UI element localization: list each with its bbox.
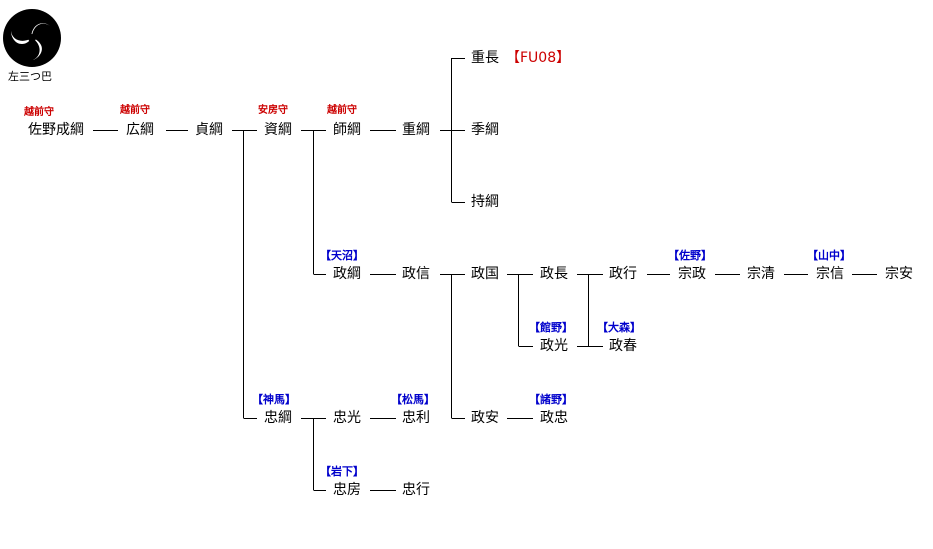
person-suezuna: 季綱 [471,122,499,138]
person-munemasa: 宗政 [678,266,706,282]
person-shigezuna: 重綱 [402,122,430,138]
person-shigenaga: 重長 [471,50,499,66]
person-masanaga: 政長 [540,266,568,282]
title-hirozuna: 越前守 [120,105,150,116]
clan-morono: 【諸野】 [529,393,573,406]
person-masayasu: 政安 [471,410,499,426]
person-hirozuna: 広綱 [126,122,154,138]
person-tadatoshi: 忠利 [402,410,430,426]
person-muneyasu: 宗安 [885,266,913,282]
clan-iwashita: 【岩下】 [320,465,364,478]
person-masamitsu: 政光 [540,338,568,354]
person-sadazuna: 貞綱 [195,122,223,138]
clan-yamanaka: 【山中】 [807,249,851,262]
mitsudomoe-icon [3,9,61,67]
clan-tateno: 【館野】 [529,321,573,334]
crest-label: 左三つ巴 [8,70,52,83]
person-tadatsuna: 忠綱 [264,410,292,426]
person-morozuna: 師綱 [333,122,361,138]
code-badge: 【FU08】 [506,50,571,66]
person-masakuni: 政国 [471,266,499,282]
person-masatada: 政忠 [540,410,568,426]
person-mochizuna: 持綱 [471,194,499,210]
title-sano-narizuna: 越前守 [24,107,54,118]
clan-amanuma: 【天沼】 [320,249,364,262]
title-morozuna: 越前守 [327,105,357,116]
person-masaharu: 政春 [609,338,637,354]
person-masayuki: 政行 [609,266,637,282]
person-munekiyo: 宗清 [747,266,775,282]
person-sukezuna: 資綱 [264,122,292,138]
person-masanobu: 政信 [402,266,430,282]
person-tadafusa: 忠房 [333,482,361,498]
person-masatsuna: 政綱 [333,266,361,282]
clan-kamba: 【神馬】 [252,393,296,406]
person-sano-narizuna: 佐野成綱 [28,122,84,138]
clan-omori: 【大森】 [597,321,641,334]
person-tadamitsu: 忠光 [333,410,361,426]
person-munenobu: 宗信 [816,266,844,282]
clan-matsuma: 【松馬】 [391,393,435,406]
person-tadayuki: 忠行 [402,482,430,498]
clan-sano: 【佐野】 [668,249,712,262]
title-sukezuna: 安房守 [258,105,288,116]
